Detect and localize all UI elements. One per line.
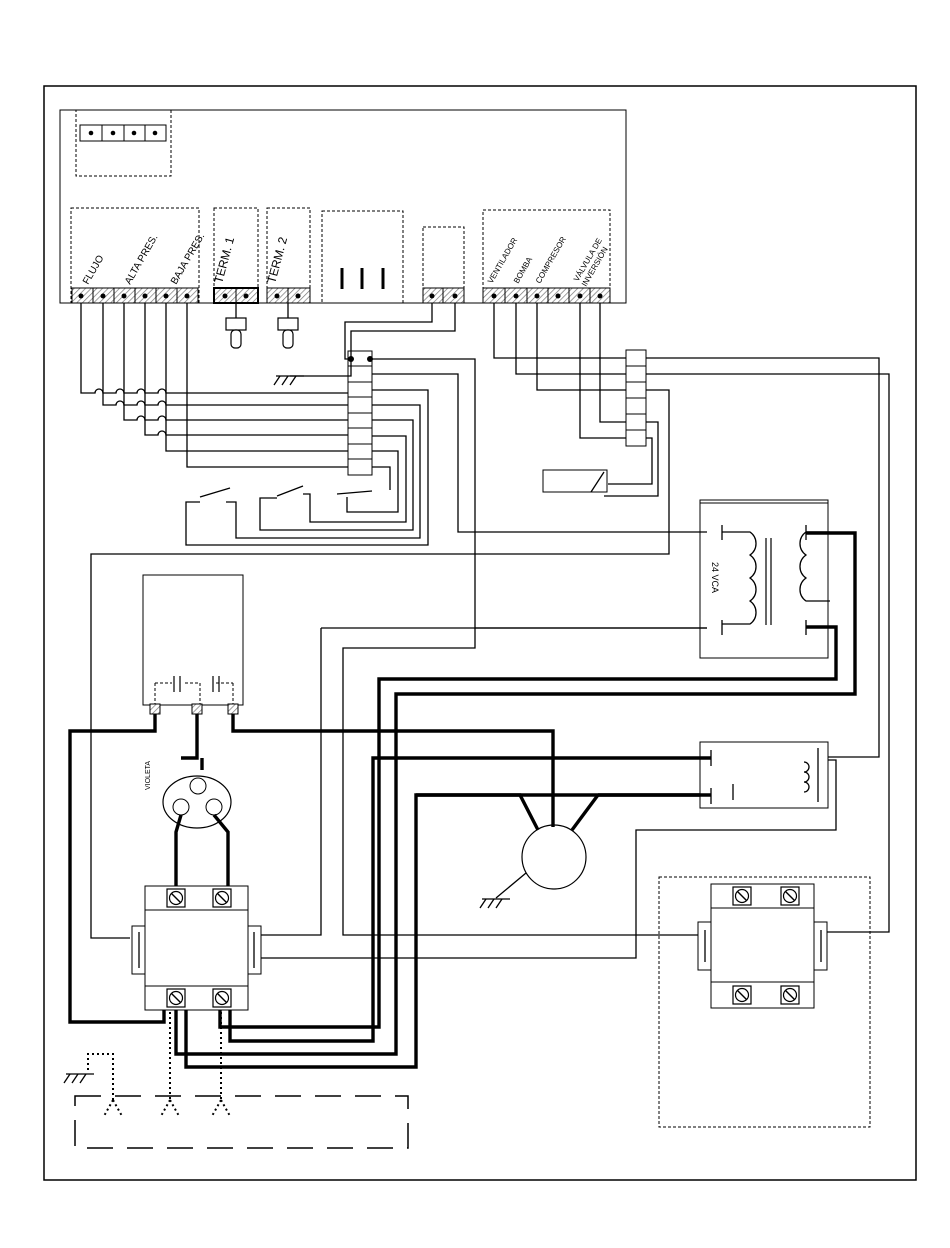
capacitor (143, 575, 243, 714)
violeta-label: VIOLETA (145, 761, 152, 790)
label-baja-pres: BAJA PRES. (169, 231, 207, 286)
ground-icon (274, 376, 304, 385)
label-term1: TERM. 1 (211, 235, 237, 285)
fan-relay (700, 742, 828, 808)
label-flujo: FLUJO (81, 253, 106, 286)
motor-ground-icon (480, 873, 526, 908)
control-wiring (81, 303, 889, 958)
compressor-contactor (132, 886, 261, 1010)
left-terminal-block (348, 351, 373, 475)
label-compresor: COMPRESOR (534, 235, 568, 285)
reversing-valve-solenoid (543, 470, 607, 492)
pump-contactor (659, 877, 870, 1127)
thermistor-probes (226, 303, 298, 348)
right-terminal-block (626, 350, 646, 446)
terminal-strips (72, 288, 610, 303)
transformer-label: 24 VCA (710, 562, 720, 593)
board-labels: FLUJO ALTA PRES. BAJA PRES. TERM. 1 TERM… (81, 231, 610, 288)
fan-motor (522, 825, 586, 889)
label-bomba: BOMBA (512, 255, 535, 285)
label-term2: TERM. 2 (264, 235, 290, 285)
field-wiring (64, 1012, 408, 1148)
transformer: 24 VCA (700, 503, 830, 658)
label-alta-pres: ALTA PRES. (123, 233, 160, 287)
